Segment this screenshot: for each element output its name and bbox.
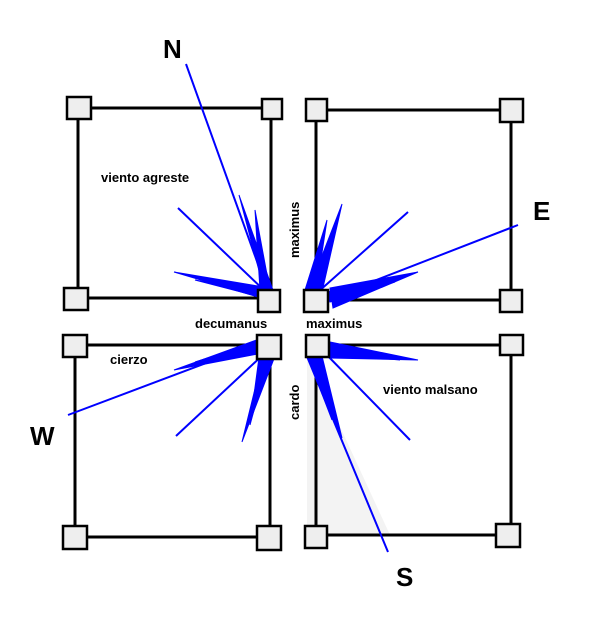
direction-west: W (30, 421, 55, 451)
line-northwest (177, 207, 269, 295)
corner-sw-tr (255, 333, 283, 361)
direction-north: N (163, 34, 182, 64)
wind-label-cierzo: cierzo (110, 352, 148, 367)
road-label-decumanus: decumanus (195, 316, 267, 331)
line-southwest (175, 351, 267, 437)
ray-ssw-short (249, 349, 270, 426)
block-northwest (76, 106, 273, 300)
block-northeast (314, 108, 513, 302)
city-blocks (73, 106, 513, 539)
wind-label-viento-agreste: viento agreste (101, 170, 189, 185)
corner-squares (61, 95, 525, 552)
wind-label-viento-malsano: viento malsano (383, 382, 478, 397)
corner-ne-tl (304, 97, 329, 123)
corner-ne-bl (302, 288, 330, 314)
road-label-maximus-horizontal: maximus (306, 316, 362, 331)
block-southwest (73, 343, 272, 539)
line-southeast (321, 349, 411, 441)
corner-se-bl (303, 524, 329, 550)
line-east (329, 224, 519, 299)
corner-sw-bl (61, 524, 89, 551)
ray-north-long (238, 194, 275, 294)
corner-se-tr (498, 333, 525, 357)
wind-lines (67, 63, 519, 553)
corner-se-br (494, 522, 522, 549)
corner-nw-tl (65, 95, 93, 121)
block-southeast (314, 343, 513, 537)
direction-east: E (533, 196, 550, 226)
corner-nw-br (256, 288, 282, 314)
direction-south: S (396, 562, 413, 592)
corner-nw-tr (260, 97, 284, 121)
corner-nw-bl (62, 286, 90, 312)
road-label-maximus-vertical: maximus (287, 202, 302, 258)
corner-sw-br (255, 524, 283, 552)
line-northeast (317, 211, 409, 293)
line-south (305, 353, 389, 553)
line-west (67, 341, 263, 416)
corner-ne-br (498, 288, 524, 314)
line-north (185, 63, 269, 293)
corner-sw-tl (61, 333, 89, 359)
corner-se-tl (304, 333, 331, 359)
road-label-cardo: cardo (287, 385, 302, 420)
corner-ne-tr (498, 97, 525, 124)
